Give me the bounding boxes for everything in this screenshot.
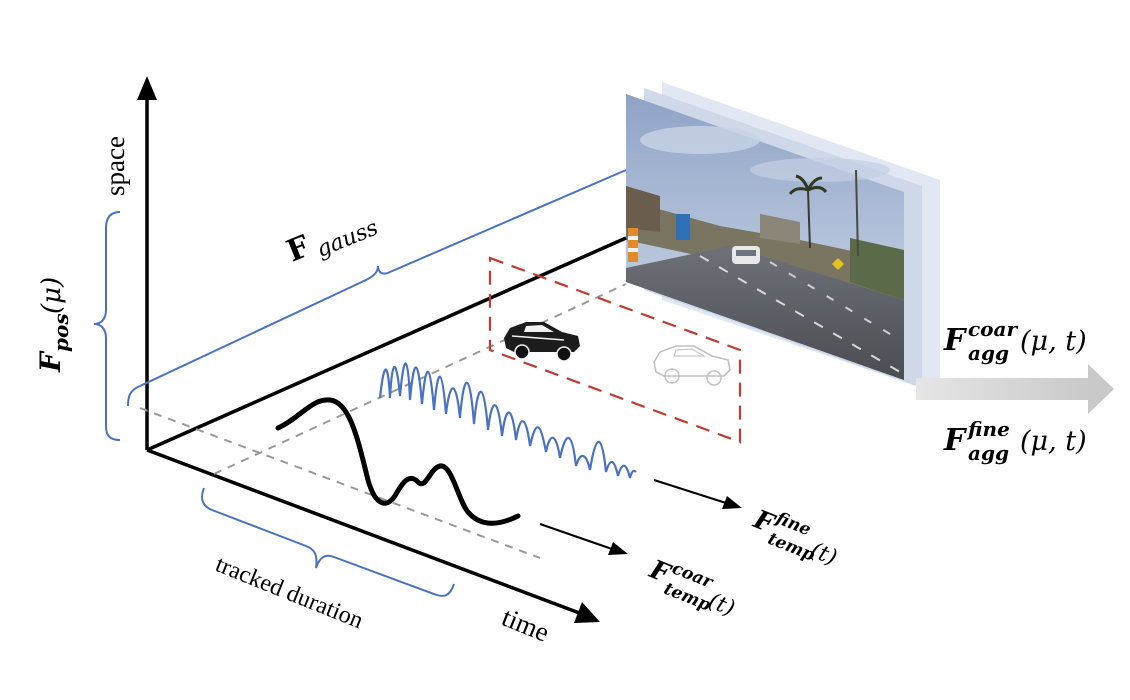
space-label: space: [100, 136, 130, 196]
tracked-duration-brace: [201, 487, 455, 597]
svg-text:agg: agg: [968, 441, 1009, 465]
f-gauss-bracket: [127, 169, 627, 407]
frame-stack: [626, 82, 940, 394]
axes: [137, 76, 627, 623]
f-pos-brace: [93, 211, 121, 441]
svg-text:pos: pos: [49, 313, 73, 352]
temp-arrows: [539, 479, 742, 555]
svg-text:(μ, t): (μ, t): [1020, 426, 1087, 457]
time-axis: [146, 448, 583, 616]
f-gauss-label: F gauss: [282, 216, 382, 270]
space-axis-arrowhead: [137, 76, 157, 100]
fine-temporal-wave: [378, 362, 637, 479]
svg-text:agg: agg: [968, 341, 1009, 365]
coarse-temporal-wave: [275, 397, 521, 526]
svg-text:fine: fine: [966, 417, 1010, 441]
svg-text:(μ): (μ): [37, 277, 67, 314]
guide-low: [139, 407, 541, 559]
tracked-duration-label: tracked duration: [212, 551, 367, 634]
depth-axis: [146, 236, 627, 452]
f-agg-coar-label: F coar agg (μ, t): [943, 317, 1087, 365]
f-agg-fine-label: F fine agg (μ, t): [943, 417, 1087, 465]
f-pos-label: F pos (μ): [34, 277, 73, 373]
street-scene-image: [626, 94, 904, 380]
svg-text:gauss: gauss: [313, 216, 382, 263]
svg-text:F: F: [943, 423, 968, 458]
f-temp-fine-label: F fine temp (t): [748, 504, 840, 571]
svg-text:(μ, t): (μ, t): [1020, 326, 1087, 357]
svg-text:(t): (t): [807, 538, 840, 571]
output-arrow: [916, 364, 1114, 414]
object-box: [488, 256, 742, 444]
car-sketch-icon: [504, 322, 580, 362]
car-faded-icon: [653, 345, 731, 386]
time-axis-arrowhead: [574, 602, 600, 623]
coar-temp-arrow: [539, 523, 613, 550]
coar-temp-arrowhead: [608, 542, 628, 555]
svg-text:(t): (t): [705, 589, 738, 622]
svg-text:F: F: [34, 350, 67, 373]
svg-text:F: F: [943, 323, 968, 358]
svg-text:coar: coar: [968, 317, 1018, 341]
f-temp-coar-label: F coar temp (t): [644, 554, 738, 622]
fine-temp-arrow: [653, 479, 727, 504]
fine-temp-arrowhead: [722, 496, 742, 509]
time-label: time: [498, 602, 554, 648]
object-box-outline: [488, 256, 742, 444]
svg-text:F: F: [282, 229, 315, 269]
